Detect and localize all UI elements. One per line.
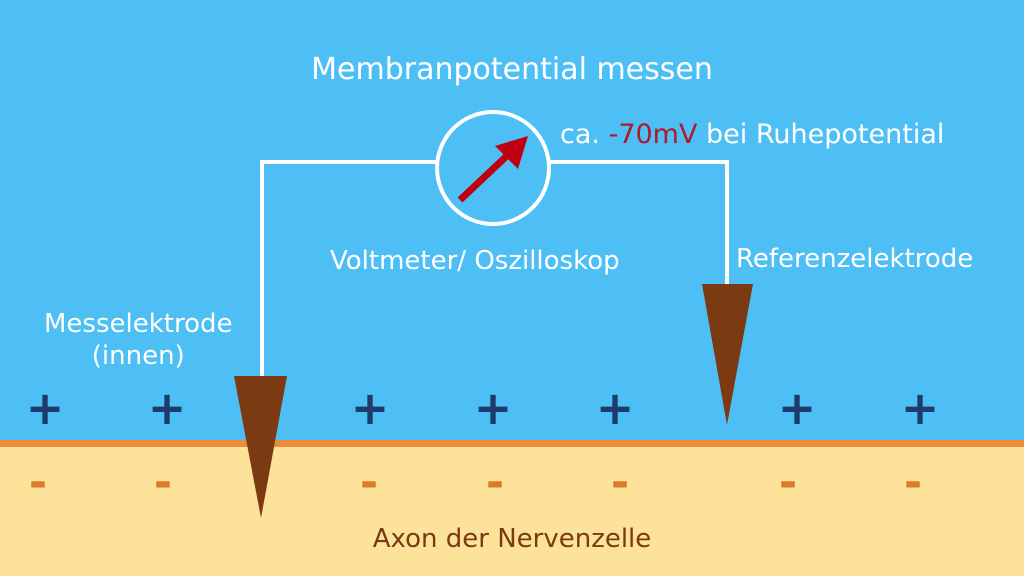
voltmeter-needle-arrowhead [495,136,528,169]
positive-charge: + [147,381,187,435]
positive-charge: + [25,381,65,435]
positive-charge: + [900,381,940,435]
positive-charge: + [350,381,390,435]
negative-charge: - [359,457,379,508]
potential-reading: ca. -70mV bei Ruhepotential [560,119,944,150]
axon-label: Axon der Nervenzelle [372,524,652,554]
reference-electrode-label: Referenzelektrode [736,244,974,274]
positive-charge: + [473,381,513,435]
wire-right [549,160,729,285]
negative-charge: - [778,457,798,508]
negative-charge: - [903,457,923,508]
negative-charge: - [485,457,505,508]
intracellular-space [0,447,1024,576]
negative-charge: - [610,457,630,508]
voltmeter-label: Voltmeter/ Oszilloskop [330,246,620,276]
cell-membrane [0,440,1024,447]
voltmeter-needle [457,148,515,203]
measuring-electrode-label-line1: Messelektrode [44,309,233,339]
negative-charge: - [28,457,48,508]
measuring-electrode [234,376,287,518]
reference-electrode [702,284,753,425]
measuring-electrode-label: Messelektrode (innen) [44,308,233,372]
positive-charge: + [595,381,635,435]
reading-prefix: ca. [560,119,600,150]
reading-value: -70mV [608,119,698,150]
measuring-electrode-label-line2: (innen) [91,341,185,371]
wire-left [260,160,437,376]
diagram-title: Membranpotential messen [311,52,713,87]
positive-charge: + [777,381,817,435]
negative-charge: - [153,457,173,508]
reading-suffix: bei Ruhepotential [706,119,945,150]
